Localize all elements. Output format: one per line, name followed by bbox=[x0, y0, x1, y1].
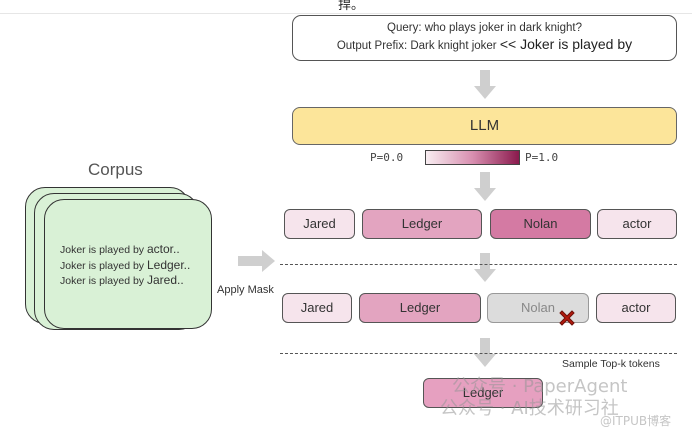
corpus-card-front bbox=[44, 199, 212, 329]
down-arrow-icon bbox=[474, 338, 496, 367]
divider-dashed bbox=[280, 353, 677, 354]
corpus-line: Joker is played by actor.. bbox=[60, 242, 180, 256]
down-arrow-icon bbox=[474, 70, 496, 99]
token-actor: actor bbox=[596, 293, 676, 323]
divider-dashed bbox=[280, 264, 677, 265]
output-prefix-text: Output Prefix: Dark knight joker bbox=[336, 40, 497, 52]
llm-box: LLM bbox=[292, 107, 677, 145]
token-actor: actor bbox=[597, 209, 677, 239]
token-ledger: Ledger bbox=[362, 209, 482, 239]
query-text: Query: who plays joker in dark knight? bbox=[387, 22, 582, 34]
query-box: Query: who plays joker in dark knight? O… bbox=[292, 15, 677, 61]
top-divider bbox=[0, 13, 692, 14]
watermark-text: 公众号 · PaperAgent bbox=[452, 376, 628, 397]
corpus-title: Corpus bbox=[88, 160, 143, 179]
apply-mask-label: Apply Mask bbox=[217, 284, 274, 296]
down-arrow-icon bbox=[474, 253, 496, 282]
mask-x-icon bbox=[559, 310, 575, 326]
token-nolan-masked: Nolan bbox=[487, 293, 589, 323]
partial-header-text: 捍。 bbox=[338, 0, 365, 13]
sample-topk-label: Sample Top-k tokens bbox=[562, 358, 660, 370]
token-nolan: Nolan bbox=[490, 209, 591, 239]
watermark-text: 公众号 · AI技术研习社 bbox=[440, 398, 619, 419]
corpus-lines: Joker is played by actor.. Joker is play… bbox=[60, 242, 190, 289]
token-ledger: Ledger bbox=[359, 293, 481, 323]
right-arrow-icon bbox=[238, 250, 275, 272]
probability-min-label: P=0.0 bbox=[370, 151, 404, 164]
output-prefix-line: Output Prefix: Dark knight joker << Joke… bbox=[293, 36, 676, 52]
token-jared: Jared bbox=[282, 293, 352, 323]
probability-gradient-bar bbox=[425, 150, 520, 165]
corpus-line: Joker is played by Ledger.. bbox=[60, 257, 191, 272]
watermark-text: @ITPUB博客 bbox=[600, 414, 672, 428]
sampled-token-ledger: Ledger bbox=[423, 378, 543, 408]
probability-max-label: P=1.0 bbox=[525, 151, 559, 164]
output-prefix-continuation: << Joker is played by bbox=[499, 36, 633, 52]
token-jared: Jared bbox=[284, 209, 355, 239]
down-arrow-icon bbox=[474, 172, 496, 201]
corpus-line: Joker is played by Jared.. bbox=[60, 273, 184, 287]
